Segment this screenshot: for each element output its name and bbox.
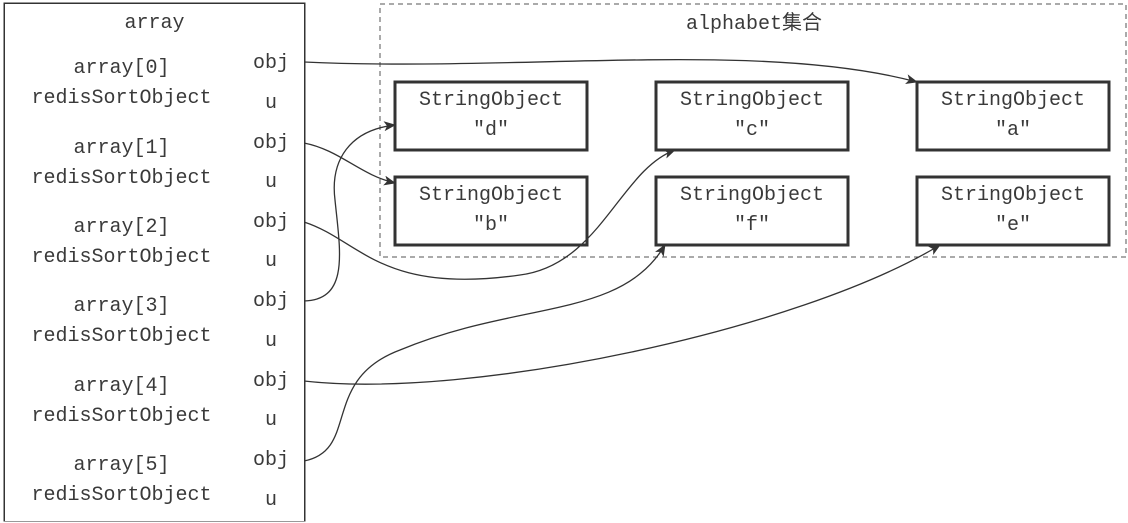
set-container — [379, 3, 1127, 258]
array-type-label: redisSortObject — [31, 405, 212, 428]
array-type-label: redisSortObject — [31, 87, 212, 110]
array-element-4: array[4] redisSortObject — [5, 362, 238, 442]
obj-field: obj — [238, 124, 304, 164]
string-object-value: "a" — [994, 119, 1031, 142]
array-type-label: redisSortObject — [31, 325, 212, 348]
string-object-value: "d" — [472, 119, 509, 142]
array-header: array — [5, 4, 304, 44]
u-field: u — [238, 401, 304, 441]
u-field: u — [238, 481, 304, 521]
string-object-type: StringObject — [679, 89, 825, 112]
string-object-type: StringObject — [940, 184, 1086, 207]
array-index-label: array[4] — [73, 375, 170, 398]
string-object-b: StringObject "b" — [395, 177, 587, 245]
obj-field: obj — [238, 362, 304, 402]
u-field: u — [238, 163, 304, 203]
string-object-c: StringObject "c" — [656, 82, 848, 150]
string-object-a: StringObject "a" — [917, 82, 1109, 150]
u-field: u — [238, 242, 304, 282]
array-element-1: array[1] redisSortObject — [5, 124, 238, 204]
u-field: u — [238, 84, 304, 124]
string-object-type: StringObject — [940, 89, 1086, 112]
array-index-label: array[3] — [73, 295, 170, 318]
string-object-type: StringObject — [418, 89, 564, 112]
pointer-arrow-1-to-b — [303, 142, 396, 186]
string-object-e: StringObject "e" — [917, 177, 1109, 245]
string-object-value: "c" — [733, 119, 770, 142]
string-object-f: StringObject "f" — [656, 177, 848, 245]
array-type-label: redisSortObject — [31, 167, 212, 190]
string-object-value: "f" — [733, 214, 770, 237]
pointer-arrow-5-to-f — [303, 244, 666, 462]
string-object-type: StringObject — [679, 184, 825, 207]
array-type-label: redisSortObject — [31, 484, 212, 507]
obj-field: obj — [238, 441, 304, 481]
array-element-3: array[3] redisSortObject — [5, 282, 238, 362]
string-object-d: StringObject "d" — [395, 82, 587, 150]
pointer-arrow-4-to-e — [303, 244, 941, 385]
obj-field: obj — [238, 282, 304, 322]
string-object-value: "b" — [472, 214, 509, 237]
string-object-value: "e" — [994, 214, 1031, 237]
pointer-arrow-0-to-a — [303, 59, 918, 84]
array-element-0: array[0] redisSortObject — [5, 44, 238, 124]
string-object-type: StringObject — [418, 184, 564, 207]
array-index-label: array[5] — [73, 454, 170, 477]
array-index-label: array[0] — [73, 57, 170, 80]
u-field: u — [238, 322, 304, 362]
obj-field: obj — [238, 44, 304, 84]
array-element-2: array[2] redisSortObject — [5, 203, 238, 283]
array-element-5: array[5] redisSortObject — [5, 441, 238, 521]
pointer-arrow-2-to-c — [303, 149, 676, 280]
obj-field: obj — [238, 203, 304, 243]
array-index-label: array[2] — [73, 216, 170, 239]
string-object-borders — [393, 80, 1111, 247]
set-title: alphabet集合 — [685, 13, 822, 36]
pointer-arrow-3-to-d — [303, 121, 396, 302]
array-index-label: array[1] — [73, 137, 170, 160]
array-type-label: redisSortObject — [31, 246, 212, 269]
